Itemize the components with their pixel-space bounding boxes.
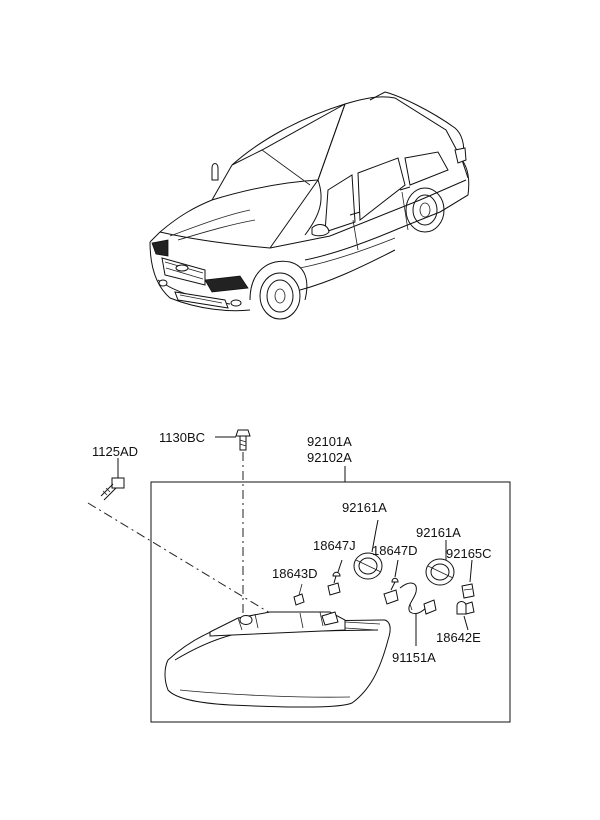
label-91151a: 91151A xyxy=(392,650,436,665)
label-92161a-left: 92161A xyxy=(342,500,387,515)
cap-92165c xyxy=(461,559,475,599)
socket-92161a-left xyxy=(353,519,383,580)
bulb-18642e xyxy=(456,601,475,631)
label-92101a: 92101A xyxy=(307,434,352,449)
label-92165c: 92165C xyxy=(446,546,492,561)
label-18643d: 18643D xyxy=(272,566,318,581)
bulb-18647d xyxy=(383,559,399,605)
label-92102a: 92102A xyxy=(307,450,352,465)
harness-91151a xyxy=(399,582,437,646)
socket-92161a-right xyxy=(425,540,455,586)
label-18642e: 18642E xyxy=(436,630,481,645)
headlamp-assembly xyxy=(164,611,391,708)
bolt-1125ad xyxy=(100,458,125,501)
label-1130bc: 1130BC xyxy=(159,430,205,445)
bolt-dashed-guide xyxy=(87,502,271,614)
label-18647d: 18647D xyxy=(372,543,418,558)
assembly-boundary-box xyxy=(150,481,511,723)
bulb-18647j xyxy=(327,559,343,596)
label-18647j: 18647J xyxy=(313,538,356,553)
label-1125ad: 1125AD xyxy=(92,444,138,459)
label-92161a-right: 92161A xyxy=(416,525,461,540)
screw-1130bc xyxy=(215,429,251,451)
bulb-18643d xyxy=(293,583,305,606)
car-illustration xyxy=(149,91,470,320)
